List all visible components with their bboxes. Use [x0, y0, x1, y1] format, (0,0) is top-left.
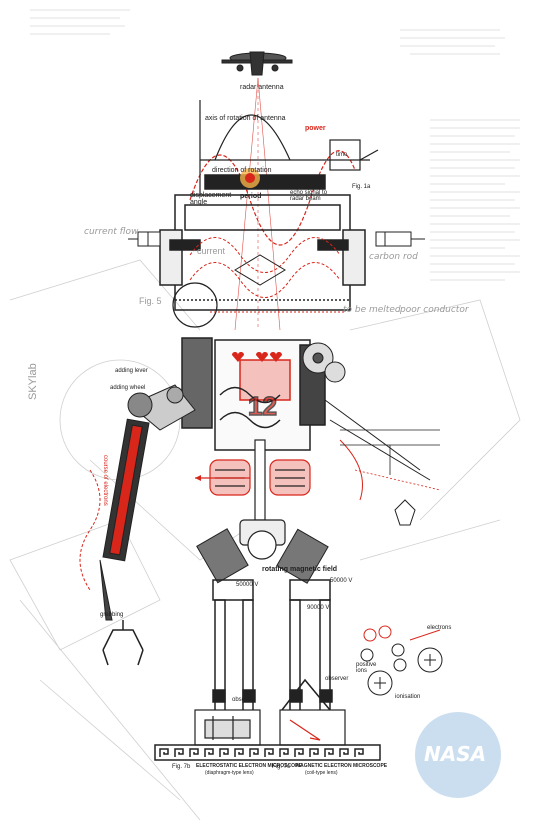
explosion-flash — [240, 168, 260, 188]
skylab-label: SKYlab — [27, 363, 39, 400]
left-grabber-icon — [102, 620, 144, 666]
voltage-right-label: 50000 V — [330, 578, 353, 584]
diaphragm-lens-label: (diaphragm-type lens) — [205, 770, 254, 776]
head-top — [329, 139, 379, 171]
period-label: period — [240, 193, 262, 200]
robot-head — [159, 174, 366, 311]
fig-5-label: Fig. 5 — [139, 296, 162, 306]
direction-rotation-label: direction of rotation — [212, 167, 272, 174]
hip-coils — [196, 528, 329, 584]
coil-lens-label: (coil-type lens) — [305, 770, 338, 776]
grabbing-label: grabbing — [100, 612, 124, 618]
nasa-logo — [415, 712, 501, 798]
observer-right-label: observer — [325, 676, 349, 682]
nasa-logo-text: NASA — [424, 742, 487, 766]
fig-1a-label: Fig. 1a — [352, 184, 371, 190]
axis-rotation-label: axis of rotation of antenna — [205, 115, 286, 122]
svg-text:12: 12 — [248, 391, 277, 421]
voltage-left-label: 50000 V — [236, 582, 259, 588]
rotating-magnetic-field-label: rotating magnetic field — [262, 566, 338, 573]
power-label: power — [305, 125, 326, 132]
current-label: current — [197, 246, 226, 256]
heart-icons — [232, 352, 282, 362]
echo-signal-label: echo signal to radar beam — [290, 190, 328, 202]
legs — [212, 579, 333, 731]
fig-7c-label: Fig. 7c — [272, 764, 291, 770]
radar-antenna-label: radar antenna — [240, 84, 284, 91]
feet — [194, 709, 346, 746]
adding-wheel-label: adding wheel — [110, 385, 146, 391]
carbon-rod-label: carbon rod — [369, 252, 418, 262]
voltage-90000-label: 90000 V — [307, 605, 330, 611]
to-be-melted-label: to be melted — [343, 305, 401, 315]
electrostatic-microscope-label: ELECTROSTATIC ELECTRON MICROSCOPE — [196, 763, 302, 769]
ionisation-label: ionisation — [395, 694, 421, 700]
greek-key-border — [154, 744, 381, 761]
magnetic-microscope-label: MAGNETIC ELECTRON MICROSCOPE — [296, 763, 388, 769]
ion-diagram — [360, 625, 443, 696]
positive-ions-label: positive ions — [356, 662, 377, 674]
displacement-angle-label: displacement angle — [190, 192, 232, 206]
time-label: time — [336, 152, 348, 158]
left-fuse-icon — [128, 231, 161, 247]
fig-7b-label: Fig. 7b — [172, 764, 191, 770]
right-fuse-icon — [375, 231, 425, 247]
right-arm — [324, 399, 431, 526]
left-shoulder-mechanism — [127, 384, 196, 431]
right-side-sketches — [340, 429, 441, 491]
poor-conductor-label: poor conductor — [400, 305, 469, 315]
pelvis — [239, 519, 286, 560]
power-graph — [189, 100, 370, 246]
midsection-coils — [209, 439, 311, 521]
radar-beam — [234, 77, 281, 331]
airplane-icon — [221, 51, 293, 76]
electrons-label: electrons — [427, 625, 452, 631]
head-left-ring — [172, 282, 218, 328]
right-shoulder-gears — [302, 342, 346, 383]
left-arm — [79, 418, 150, 621]
observer-left-label: observer — [232, 697, 256, 703]
faint-background-text — [30, 9, 520, 281]
adding-lever-label: adding lever — [115, 368, 148, 374]
course-of-electrons-label: course of electrons — [102, 455, 108, 506]
current-flow-label: current flow — [84, 227, 139, 237]
